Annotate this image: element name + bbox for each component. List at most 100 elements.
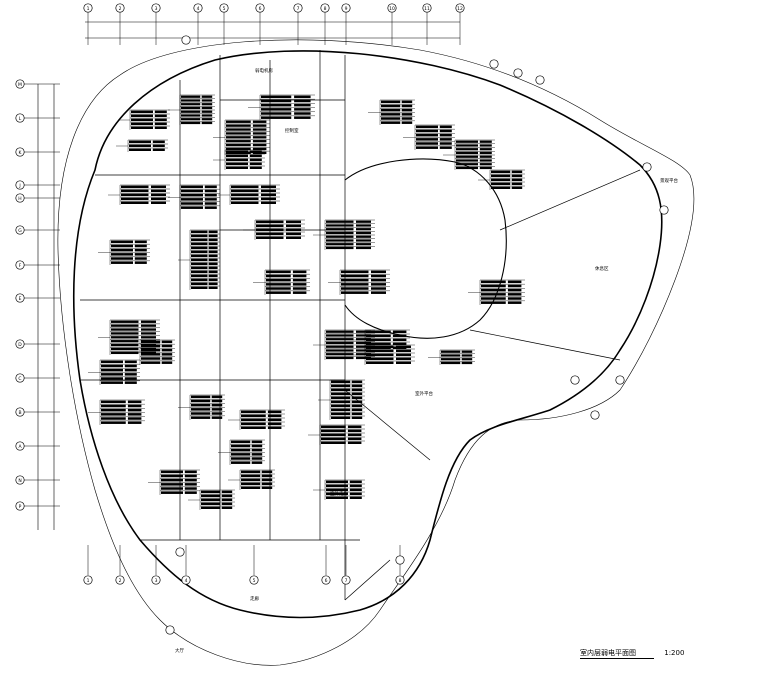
annotation-block (313, 329, 375, 360)
svg-text:6: 6 (259, 6, 262, 12)
svg-text:P: P (19, 504, 22, 510)
svg-text:4: 4 (197, 6, 200, 12)
annotation-block (218, 184, 280, 205)
annotation-block (168, 94, 215, 125)
marker-0 (181, 35, 191, 45)
axis-bottom-2: 2 (115, 575, 125, 585)
annotation-block (128, 339, 175, 365)
axis-left-D: D (15, 339, 25, 349)
top-dimension-line (85, 21, 460, 39)
svg-text:12: 12 (457, 6, 463, 12)
axis-left-J: J (15, 180, 25, 190)
svg-text:C: C (18, 376, 21, 382)
annotation-block (478, 169, 525, 190)
axis-top-1: 1 (83, 3, 93, 13)
marker-4 (642, 162, 652, 172)
svg-text:N: N (18, 478, 21, 484)
axis-left-K: K (15, 147, 25, 157)
axis-bottom-4: 4 (181, 575, 191, 585)
drawing-scale: 1:200 (664, 649, 685, 657)
axis-left-B: B (15, 407, 25, 417)
annotation-block (328, 269, 390, 295)
marker-8 (590, 410, 600, 420)
svg-text:10: 10 (389, 6, 395, 12)
annotation-block (313, 219, 375, 250)
room-label: 休息区 (595, 265, 609, 272)
svg-text:K: K (19, 150, 23, 156)
annotation-block (468, 279, 525, 305)
svg-text:H: H (18, 196, 21, 202)
marker-5 (659, 205, 669, 215)
annotation-block (148, 469, 200, 495)
annotation-block (243, 219, 305, 240)
svg-text:J: J (18, 183, 20, 189)
svg-text:8: 8 (399, 578, 402, 584)
annotation-block (253, 269, 310, 295)
site-boundary (57, 39, 695, 666)
annotation-block (88, 359, 140, 385)
svg-text:M: M (18, 82, 22, 88)
axis-left-N: N (15, 475, 25, 485)
annotation-block (313, 479, 365, 500)
axis-left-L: L (15, 113, 25, 123)
room-label: 大厅 (175, 647, 184, 654)
axis-bottom-6: 6 (321, 575, 331, 585)
room-label: 走廊 (250, 595, 259, 602)
axis-top-2: 2 (115, 3, 125, 13)
axis-left-M: M (15, 79, 25, 89)
axis-top-8: 8 (320, 3, 330, 13)
annotation-block (368, 99, 415, 125)
annotation-block (318, 379, 365, 420)
axis-bottom-3: 3 (151, 575, 161, 585)
annotation-block (403, 124, 455, 150)
svg-text:3: 3 (155, 6, 158, 12)
annotation-block (98, 239, 150, 265)
left-axis-bubbles: M L K J H G F E D C B A N P (15, 79, 60, 511)
boundary-markers (165, 35, 669, 635)
annotation-block (308, 424, 365, 445)
annotation-block (443, 139, 495, 170)
cable-annotations (88, 94, 525, 510)
svg-text:G: G (18, 228, 22, 234)
svg-text:A: A (18, 444, 22, 450)
axis-bottom-5: 5 (249, 575, 259, 585)
marker-7 (615, 375, 625, 385)
axis-top-10: 10 (387, 3, 397, 13)
axis-top-11: 11 (422, 3, 432, 13)
room-label: 室外走廊 (330, 490, 348, 497)
svg-text:5: 5 (223, 6, 226, 12)
axis-left-E: E (15, 293, 25, 303)
room-label: 景观平台 (660, 177, 678, 184)
annotation-block (353, 344, 415, 365)
building-outline (72, 50, 663, 619)
axis-left-H: H (15, 193, 25, 203)
marker-3 (535, 75, 545, 85)
svg-text:11: 11 (424, 6, 430, 12)
svg-text:1: 1 (87, 578, 90, 584)
svg-text:6: 6 (325, 578, 328, 584)
left-dimension-line (37, 84, 55, 530)
marker-1 (489, 59, 499, 69)
axis-top-6: 6 (255, 3, 265, 13)
svg-text:2: 2 (119, 6, 122, 12)
annotation-block (248, 94, 315, 120)
svg-text:1: 1 (87, 6, 90, 12)
room-label: 控制室 (285, 127, 299, 134)
annotation-block (178, 229, 220, 290)
axis-top-3: 3 (151, 3, 161, 13)
marker-11 (395, 555, 405, 565)
svg-text:2: 2 (119, 578, 122, 584)
axis-bottom-8: 8 (395, 575, 405, 585)
axis-top-12: 12 (455, 3, 465, 13)
annotation-block (428, 349, 475, 365)
svg-text:F: F (19, 263, 22, 269)
axis-top-4: 4 (193, 3, 203, 13)
annotation-block (118, 109, 170, 130)
room-label: 室外平台 (415, 390, 433, 397)
annotation-block (178, 394, 225, 420)
annotation-block (88, 399, 145, 425)
